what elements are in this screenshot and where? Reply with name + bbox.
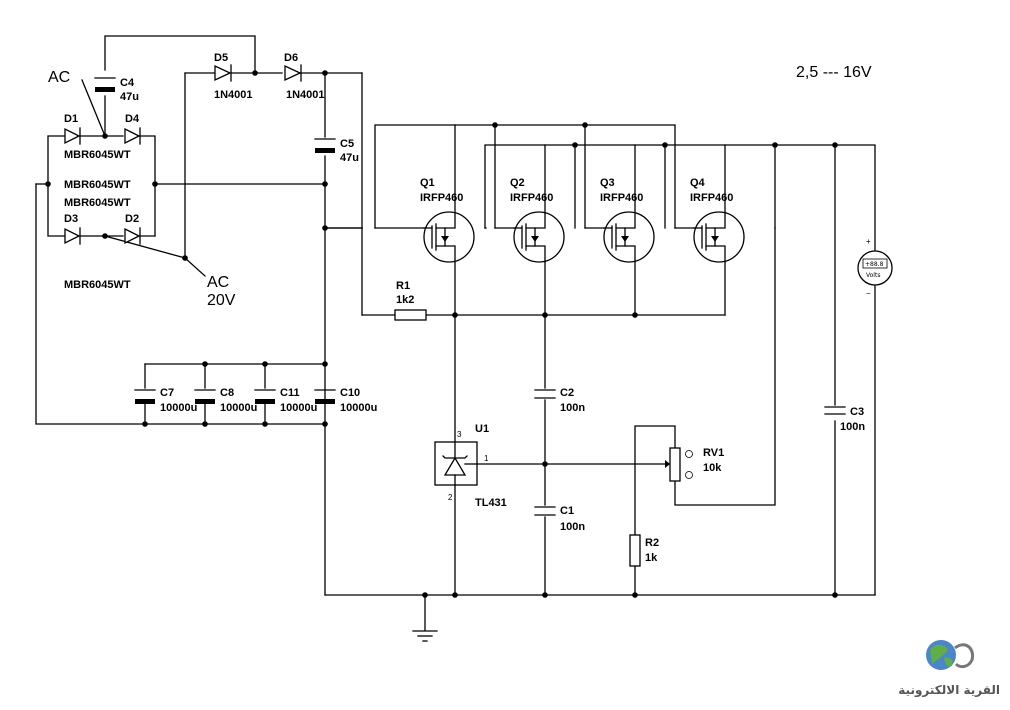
svg-text:C7: C7	[160, 387, 174, 399]
svg-text:C4: C4	[120, 77, 135, 89]
voltmeter-icon: +88.8 Volts + −	[857, 237, 893, 298]
mosfet-q2: Q2 IRFP460	[510, 177, 565, 263]
bridge-labels: MBR6045WT MBR6045WT MBR6045WT MBR6045WT	[64, 149, 131, 291]
svg-text:2: 2	[448, 493, 453, 502]
svg-text:Q3: Q3	[600, 177, 615, 189]
svg-text:RV1: RV1	[703, 447, 724, 459]
svg-text:MBR6045WT: MBR6045WT	[64, 149, 131, 161]
svg-text:10000u: 10000u	[160, 402, 197, 414]
svg-text:−: −	[866, 289, 871, 298]
ground-icon	[412, 630, 438, 642]
svg-text:IRFP460: IRFP460	[420, 192, 463, 204]
capacitor-c1: C1 100n	[534, 505, 585, 533]
capacitor-c5: C5 47u	[314, 138, 359, 164]
svg-text:10000u: 10000u	[280, 402, 317, 414]
svg-text:R2: R2	[645, 537, 659, 549]
resistor-r2: R2 1k	[629, 534, 659, 567]
svg-text:C2: C2	[560, 387, 574, 399]
mosfet-q1: Q1 IRFP460	[420, 177, 475, 263]
capacitor-c2: C2 100n	[534, 387, 585, 414]
svg-text:AC: AC	[207, 274, 229, 291]
svg-text:100n: 100n	[840, 421, 865, 433]
svg-text:20V: 20V	[207, 292, 236, 309]
svg-text:TL431: TL431	[475, 497, 507, 509]
diode-d2: D2	[124, 213, 141, 245]
svg-text:Q1: Q1	[420, 177, 435, 189]
svg-text:100n: 100n	[560, 402, 585, 414]
svg-text:C10: C10	[340, 387, 360, 399]
svg-text:D3: D3	[64, 213, 78, 225]
svg-text:100n: 100n	[560, 521, 585, 533]
svg-text:IRFP460: IRFP460	[510, 192, 553, 204]
svg-text:1k: 1k	[645, 552, 658, 564]
svg-text:C11: C11	[280, 387, 300, 399]
resistor-r1: R1 1k2	[394, 280, 427, 321]
capacitor-c3: C3 100n	[824, 406, 865, 433]
page-title: 2,5 --- 16V	[796, 64, 872, 81]
potentiometer-rv1: RV1 10k	[665, 447, 724, 482]
svg-text:D2: D2	[125, 213, 139, 225]
capacitor-c4: C4 47u	[94, 77, 139, 103]
diode-d4: D4	[124, 113, 141, 145]
svg-text:R1: R1	[396, 280, 410, 292]
capacitor-c11: C11 10000u	[254, 387, 317, 414]
capacitor-c10: C10 10000u	[314, 387, 377, 414]
svg-text:AC: AC	[48, 69, 70, 86]
svg-text:C1: C1	[560, 505, 574, 517]
svg-text:1k2: 1k2	[396, 294, 414, 306]
svg-text:10000u: 10000u	[220, 402, 257, 414]
watermark-text: القرية الالكترونية	[898, 683, 1000, 698]
svg-text:47u: 47u	[340, 152, 359, 164]
diode-d1: D1	[64, 113, 81, 145]
svg-text:+: +	[866, 237, 871, 246]
junctions	[45, 70, 838, 598]
diode-d5: D5 1N4001	[214, 52, 253, 101]
svg-text:IRFP460: IRFP460	[690, 192, 733, 204]
globe-logo-icon	[926, 640, 975, 670]
mosfet-q4: Q4 IRFP460	[690, 177, 745, 263]
svg-text:10000u: 10000u	[340, 402, 377, 414]
regulator-u1: 3 1 2 U1 TL431	[434, 423, 507, 509]
svg-text:Q2: Q2	[510, 177, 525, 189]
svg-text:D5: D5	[214, 52, 228, 64]
diode-d6: D6 1N4001	[284, 52, 325, 101]
svg-text:+88.8: +88.8	[865, 261, 884, 268]
diode-d3: D3	[64, 213, 81, 245]
svg-text:1N4001: 1N4001	[286, 89, 325, 101]
svg-text:D4: D4	[125, 113, 140, 125]
svg-text:3: 3	[457, 430, 462, 439]
capacitor-c8: C8 10000u	[194, 387, 257, 414]
svg-text:MBR6045WT: MBR6045WT	[64, 279, 131, 291]
svg-text:C5: C5	[340, 138, 354, 150]
svg-text:C8: C8	[220, 387, 234, 399]
svg-text:1: 1	[484, 454, 489, 463]
mosfet-q3: Q3 IRFP460	[600, 177, 655, 263]
svg-text:IRFP460: IRFP460	[600, 192, 643, 204]
svg-text:C3: C3	[850, 406, 864, 418]
capacitor-c7: C7 10000u	[134, 387, 197, 414]
svg-text:MBR6045WT: MBR6045WT	[64, 179, 131, 191]
svg-text:1N4001: 1N4001	[214, 89, 253, 101]
svg-text:D6: D6	[284, 52, 298, 64]
ac-labels: AC AC 20V	[48, 69, 236, 309]
wires	[35, 35, 876, 631]
svg-text:MBR6045WT: MBR6045WT	[64, 197, 131, 209]
svg-text:U1: U1	[475, 423, 489, 435]
svg-text:Volts: Volts	[866, 272, 880, 279]
svg-text:10k: 10k	[703, 462, 722, 474]
svg-text:47u: 47u	[120, 91, 139, 103]
svg-text:Q4: Q4	[690, 177, 706, 189]
svg-text:D1: D1	[64, 113, 78, 125]
